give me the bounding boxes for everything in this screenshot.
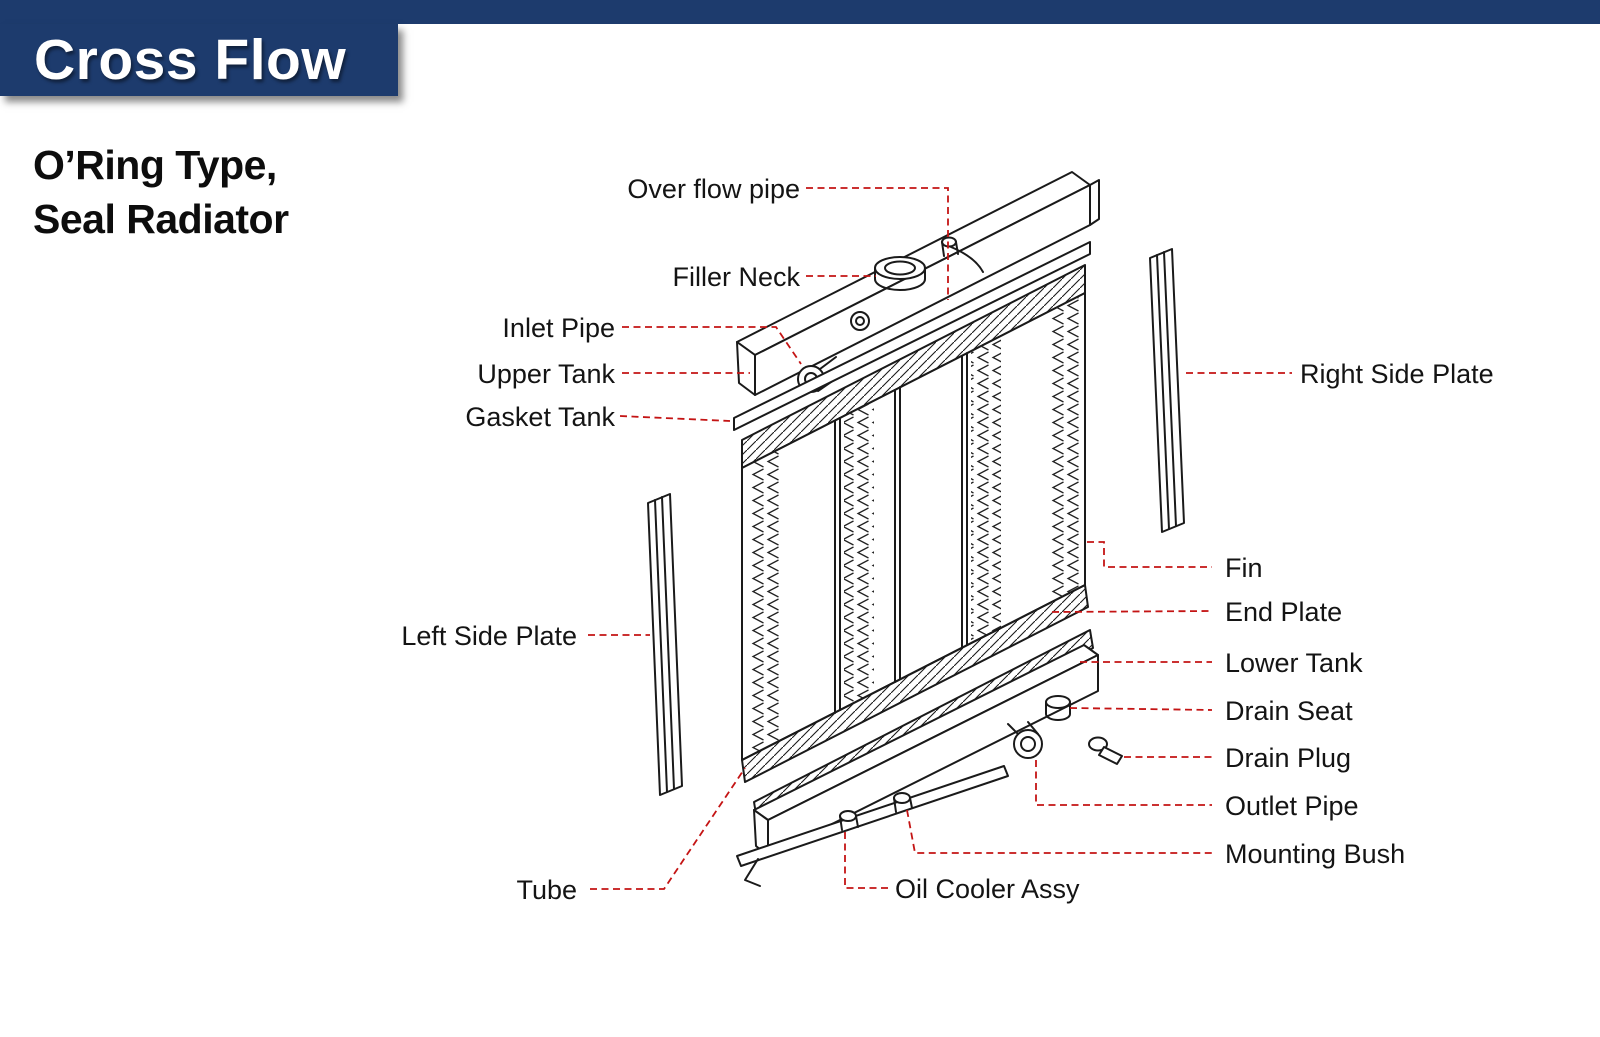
- label-filler-neck: Filler Neck: [672, 262, 800, 292]
- label-gasket-tank: Gasket Tank: [465, 402, 615, 432]
- subtitle-line-2: Seal Radiator: [33, 196, 289, 243]
- leader-lines: [588, 187, 1292, 890]
- leader-outlet-pipe: [1035, 760, 1212, 806]
- label-over-flow-pipe: Over flow pipe: [627, 174, 800, 204]
- subtitle-line-1: O’Ring Type,: [33, 142, 277, 188]
- header-strip: [0, 0, 1600, 24]
- left-side-plate-drawing: [647, 493, 683, 796]
- leader-gasket-tank: [619, 415, 731, 422]
- label-fin: Fin: [1225, 553, 1263, 583]
- label-lower-tank: Lower Tank: [1225, 648, 1363, 678]
- label-outlet-pipe: Outlet Pipe: [1225, 791, 1359, 821]
- header-title-box: Cross Flow: [0, 24, 398, 96]
- label-right-side-plate: Right Side Plate: [1300, 359, 1494, 389]
- upper-tank-drawing: [736, 171, 1100, 396]
- label-drain-seat: Drain Seat: [1225, 696, 1353, 726]
- label-end-plate: End Plate: [1225, 597, 1343, 627]
- drain-seat-drawing: [1045, 695, 1071, 709]
- leader-inlet-pipe: [622, 326, 802, 365]
- leader-drain-seat: [1069, 707, 1213, 711]
- leader-oil-cooler-assy: [844, 832, 888, 889]
- leader-over-flow-pipe: [806, 187, 949, 300]
- label-oil-cooler-assy: Oil Cooler Assy: [895, 874, 1080, 904]
- label-drain-plug: Drain Plug: [1225, 743, 1352, 773]
- right-side-plate-drawing: [1149, 248, 1185, 533]
- oil-cooler-assy-drawing: [736, 765, 1009, 887]
- label-inlet-pipe: Inlet Pipe: [502, 313, 615, 343]
- label-mounting-bush: Mounting Bush: [1225, 839, 1406, 869]
- leader-mounting-bush: [906, 809, 1212, 854]
- label-left-side-plate: Left Side Plate: [401, 621, 577, 651]
- diagram-subtitle: O’Ring Type, Seal Radiator: [33, 138, 289, 246]
- leader-end-plate: [1051, 610, 1213, 613]
- over-flow-pipe-drawing: [941, 236, 957, 248]
- label-upper-tank: Upper Tank: [477, 359, 615, 389]
- lower-tank-drawing: [753, 644, 1099, 857]
- mounting-bush-drawing: [893, 792, 911, 804]
- leader-tube: [590, 767, 746, 890]
- label-tube: Tube: [516, 875, 577, 905]
- drain-plug-drawing: [1088, 736, 1123, 765]
- radiator-core-drawing: [741, 264, 1089, 783]
- page-title: Cross Flow: [34, 28, 347, 92]
- leader-fin: [1087, 541, 1212, 568]
- gasket-tank-drawing: [733, 241, 1091, 431]
